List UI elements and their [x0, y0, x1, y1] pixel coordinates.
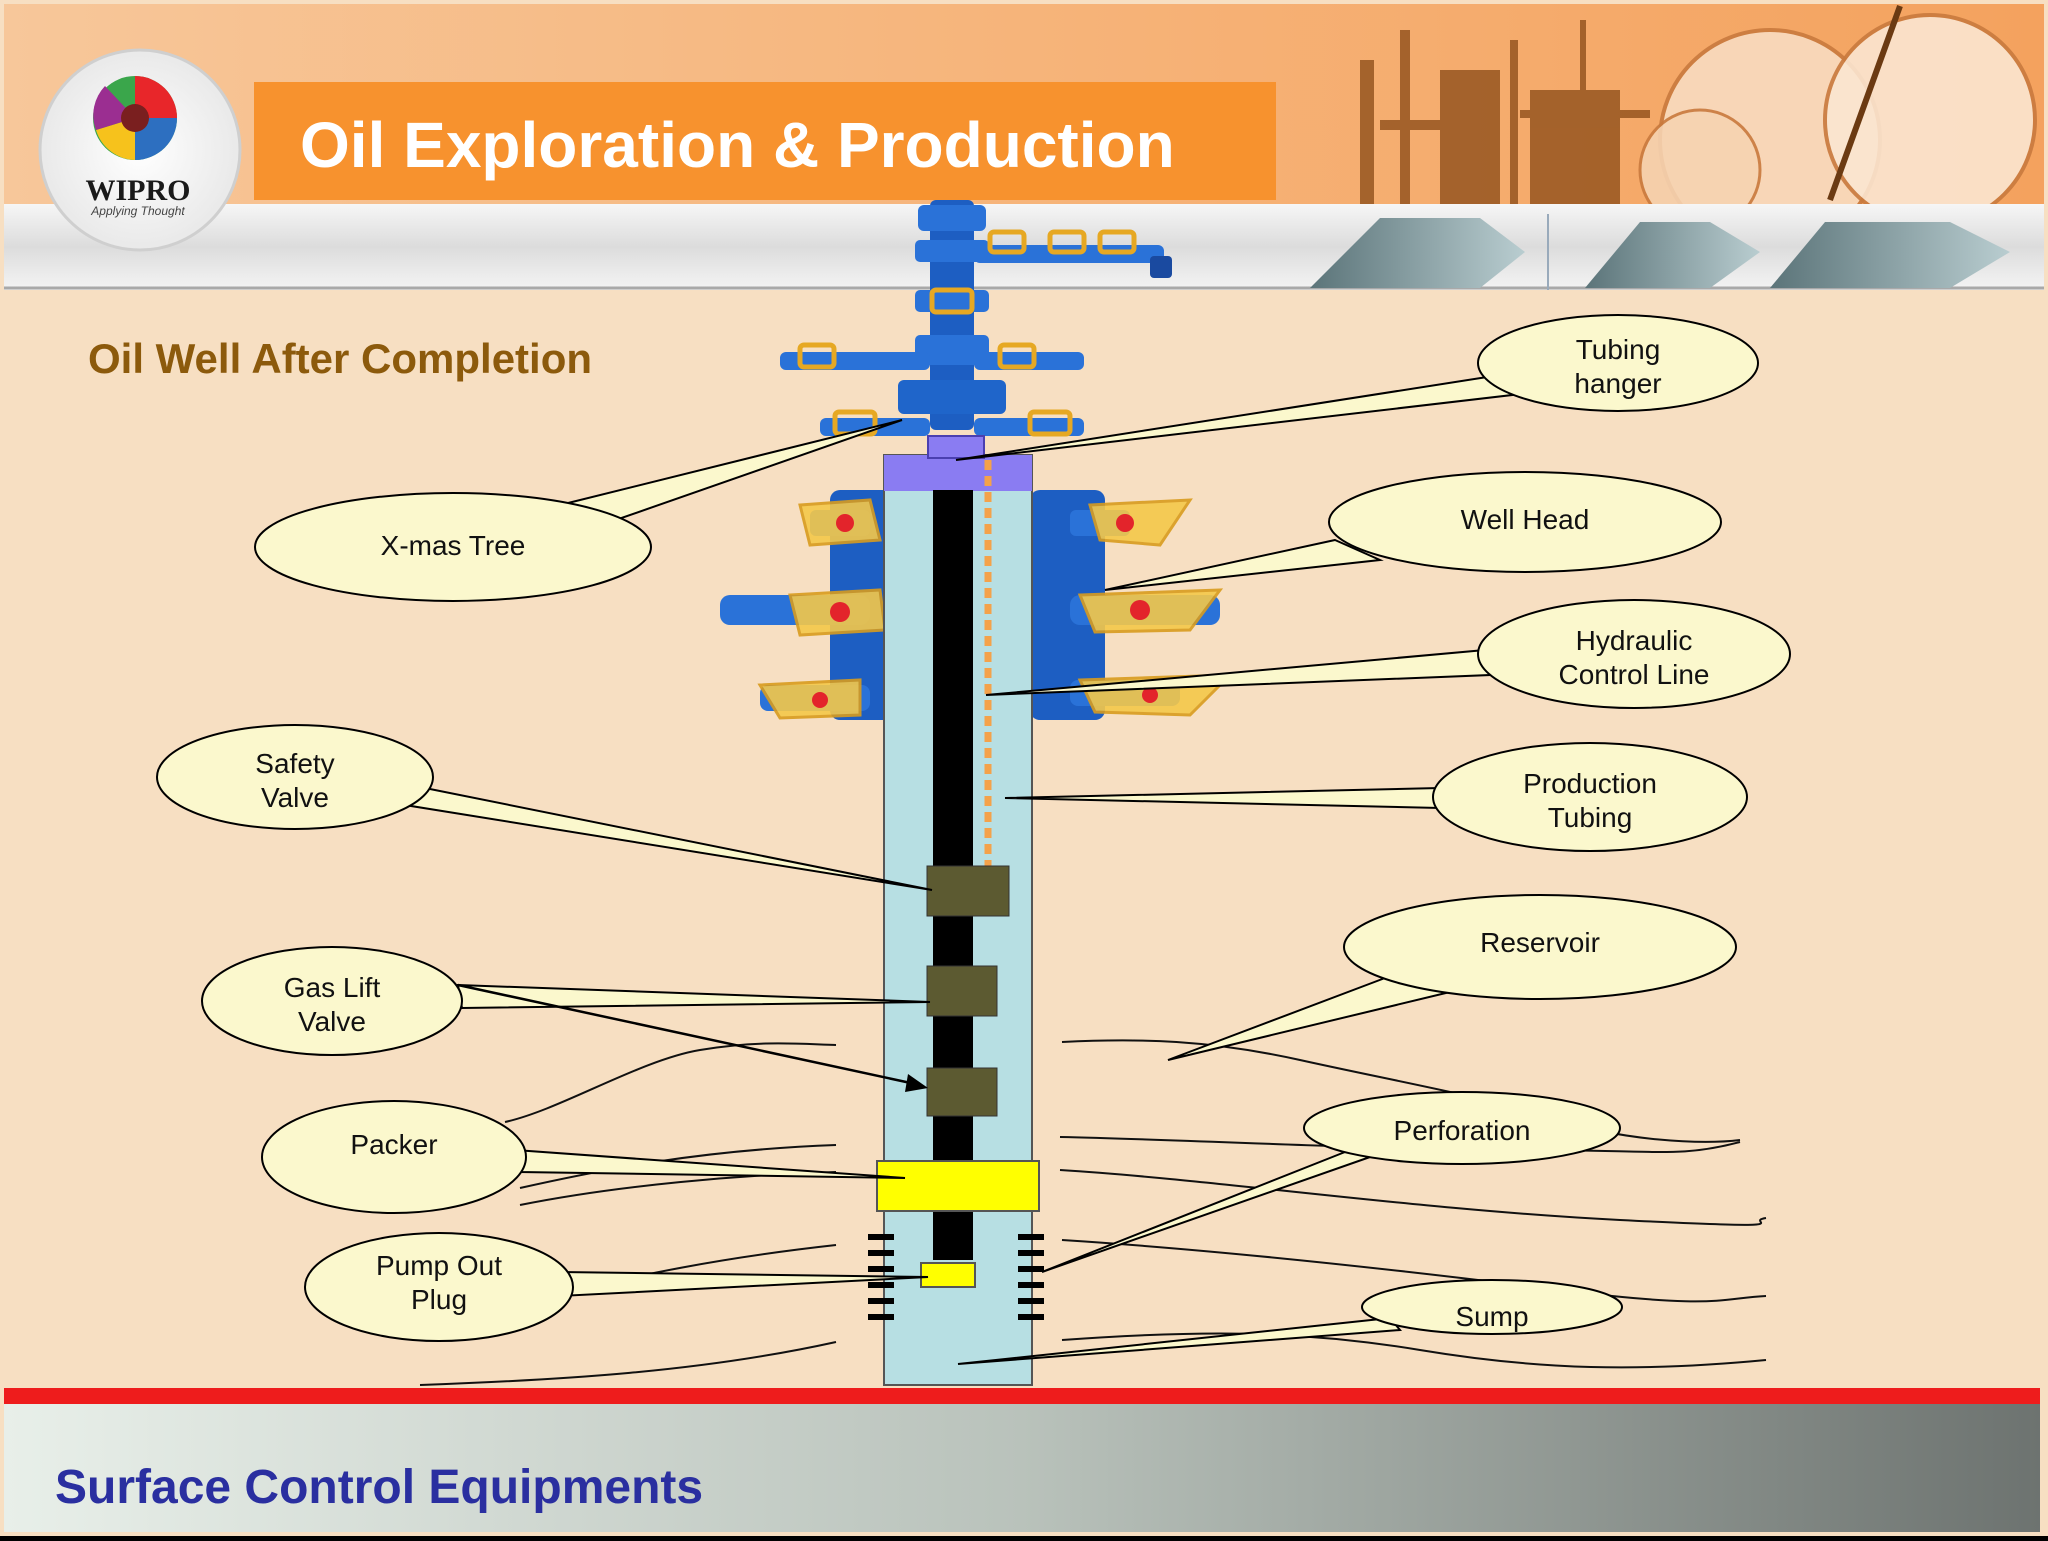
- sunflower-icon: [93, 76, 177, 160]
- pump-out-plug: [920, 1262, 976, 1288]
- reservoir-strata: [419, 1039, 1767, 1386]
- title-banner: [254, 82, 1276, 200]
- callout-text: hanger: [1574, 368, 1661, 399]
- logo-wordmark: WIPRO: [86, 174, 191, 207]
- callout-text: Plug: [411, 1284, 467, 1315]
- callout-well-head: Well Head: [1104, 471, 1722, 591]
- diagram-title: Oil Well After Completion: [88, 335, 592, 382]
- callout-text: Hydraulic: [1576, 625, 1693, 656]
- callout-text: Tubing: [1548, 802, 1633, 833]
- callout-text: Packer: [350, 1129, 437, 1160]
- footer-band: [4, 1404, 2040, 1532]
- gas-lift-valve-lower: [926, 1067, 998, 1117]
- callout-text: Well Head: [1461, 504, 1590, 535]
- callout-text: Valve: [261, 782, 329, 813]
- wipro-logo: WIPRO Applying Thought: [38, 48, 242, 252]
- tubing-hanger: [927, 435, 985, 459]
- callout-text: Gas Lift: [284, 972, 381, 1003]
- callout-text: Tubing: [1576, 334, 1661, 365]
- safety-valve: [926, 865, 1010, 917]
- callout-xmas-tree: X-mas Tree: [254, 419, 903, 602]
- packer: [876, 1160, 1040, 1212]
- gas-lift-arrow: [457, 983, 921, 1087]
- perforations: [868, 1234, 1044, 1320]
- gas-lift-valve-upper: [926, 965, 998, 1017]
- callout-text: X-mas Tree: [381, 530, 526, 561]
- callout-text: Control Line: [1559, 659, 1710, 690]
- chevron-3: [1770, 222, 2010, 288]
- arrow-head-icon: [905, 1074, 928, 1092]
- well-head-flange: [884, 455, 1032, 491]
- crane-boom: [1827, 4, 1903, 202]
- callout-perforation: Perforation: [1041, 1091, 1621, 1273]
- callout-text: Perforation: [1394, 1115, 1531, 1146]
- nav-chevrons: [1310, 214, 2010, 290]
- callout-sump: Sump: [957, 1279, 1623, 1365]
- callout-text: Reservoir: [1480, 927, 1600, 958]
- refinery-illustration: [1360, 20, 1650, 210]
- page-title: Oil Exploration & Production: [300, 109, 1175, 181]
- chevron-1: [1310, 218, 1525, 288]
- callout-packer: Packer: [261, 1100, 906, 1214]
- footer-title: Surface Control Equipments: [55, 1461, 703, 1514]
- logo-tagline: Applying Thought: [90, 204, 185, 218]
- chevron-2: [1585, 222, 1760, 288]
- callout-reservoir: Reservoir: [1167, 894, 1737, 1061]
- callout-text: Safety: [255, 748, 334, 779]
- callout-text: Pump Out: [376, 1250, 502, 1281]
- footer-red-bar: [4, 1388, 2040, 1404]
- callout-text: Valve: [298, 1006, 366, 1037]
- callout-text: Sump: [1455, 1301, 1528, 1332]
- callout-text: Production: [1523, 768, 1657, 799]
